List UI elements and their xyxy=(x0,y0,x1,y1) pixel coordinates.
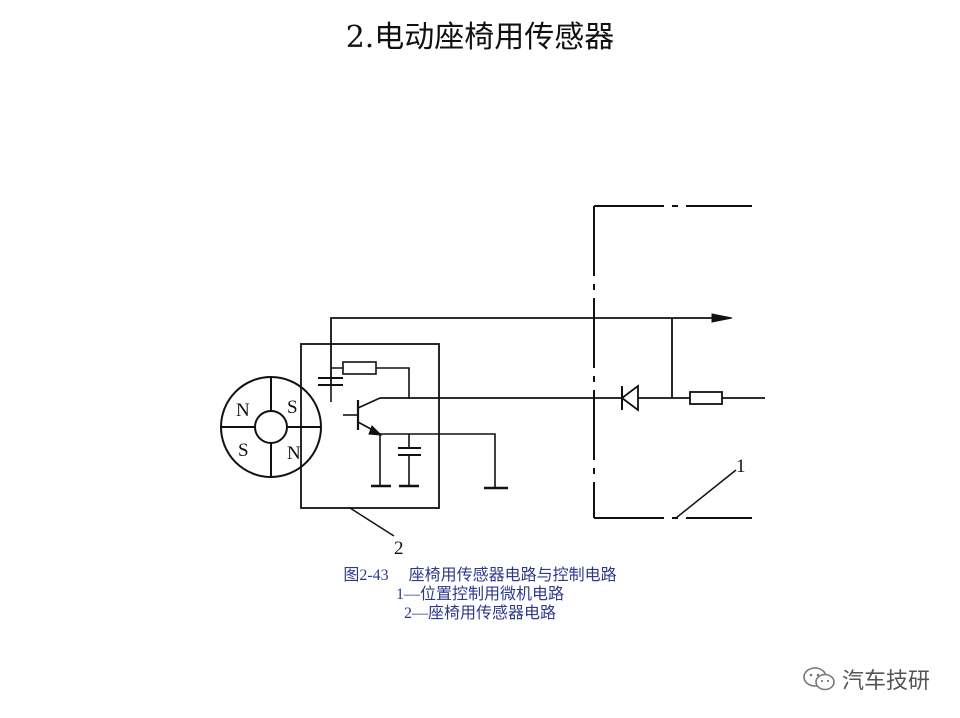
watermark: 汽车技研 xyxy=(802,663,930,695)
magnet-pole-label-n2: N xyxy=(287,443,301,464)
callout-2-leader xyxy=(349,507,395,537)
callout-1-leader xyxy=(675,469,737,519)
page-title: 2.电动座椅用传感器 xyxy=(345,20,615,55)
callout-1-label: 1 xyxy=(736,456,746,477)
wechat-icon xyxy=(803,667,835,691)
caption-legend-1: 1—位置控制用微机电路 xyxy=(395,586,564,603)
figure-caption: 图2-43 座椅用传感器电路与控制电路 xyxy=(0,566,960,585)
transistor-emitter-arrow xyxy=(368,425,383,436)
magnet-rotor-hub xyxy=(254,410,288,444)
signal-output-line xyxy=(330,317,718,386)
magnet-pole-label-n1: N xyxy=(236,400,250,421)
figure-number: 图2-43 xyxy=(343,567,389,584)
diode-triangle xyxy=(620,384,639,412)
callout-2-label: 2 xyxy=(394,538,404,559)
figure-title: 座椅用传感器电路与控制电路 xyxy=(408,567,617,584)
watermark-text: 汽车技研 xyxy=(841,669,930,694)
caption-legend-2: 2—座椅用传感器电路 xyxy=(403,605,556,622)
magnet-pole-label-s2: S xyxy=(238,440,249,461)
signal-arrowhead xyxy=(711,313,733,323)
supply-resistor xyxy=(689,391,723,405)
transistor-collector xyxy=(357,397,381,409)
magnet-pole-label-s1: S xyxy=(287,397,298,418)
internal-resistor-lead xyxy=(331,367,410,398)
internal-resistor xyxy=(342,361,377,375)
emitter-line xyxy=(380,433,496,488)
